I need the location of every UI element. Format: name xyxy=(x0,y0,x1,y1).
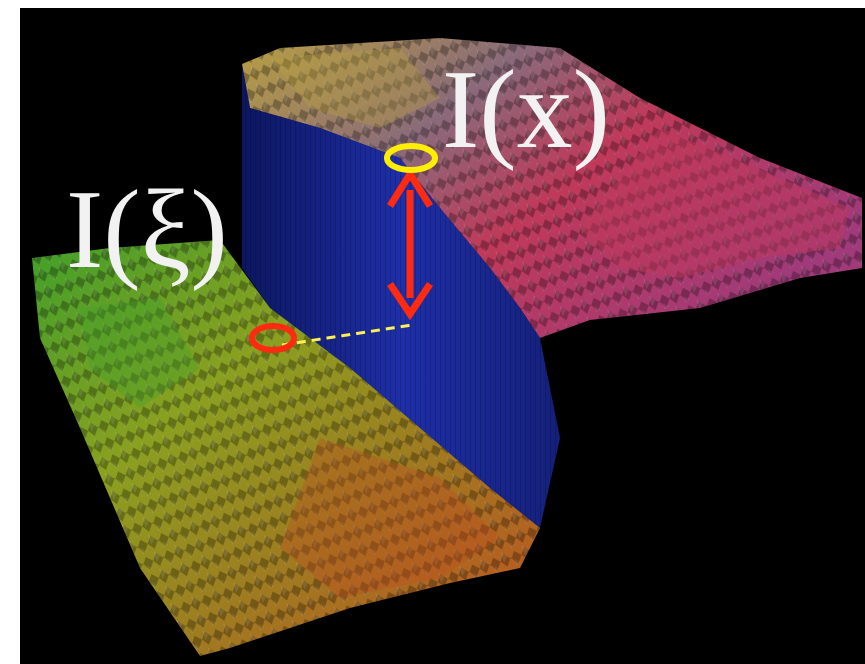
surface-scene xyxy=(32,38,862,656)
lower-marker-ellipse xyxy=(249,323,297,353)
annotation-overlay xyxy=(249,143,438,353)
upper-surface xyxy=(242,38,862,338)
upper-marker-ellipse xyxy=(384,143,438,173)
figure-canvas: I(x) I(ξ) xyxy=(20,8,865,664)
distance-arrow xyxy=(387,167,433,321)
dashed-connector xyxy=(281,323,413,347)
lower-surface xyxy=(32,240,540,656)
upper-surface-label: I(x) xyxy=(442,48,610,172)
lower-surface-label: I(ξ) xyxy=(66,168,228,292)
